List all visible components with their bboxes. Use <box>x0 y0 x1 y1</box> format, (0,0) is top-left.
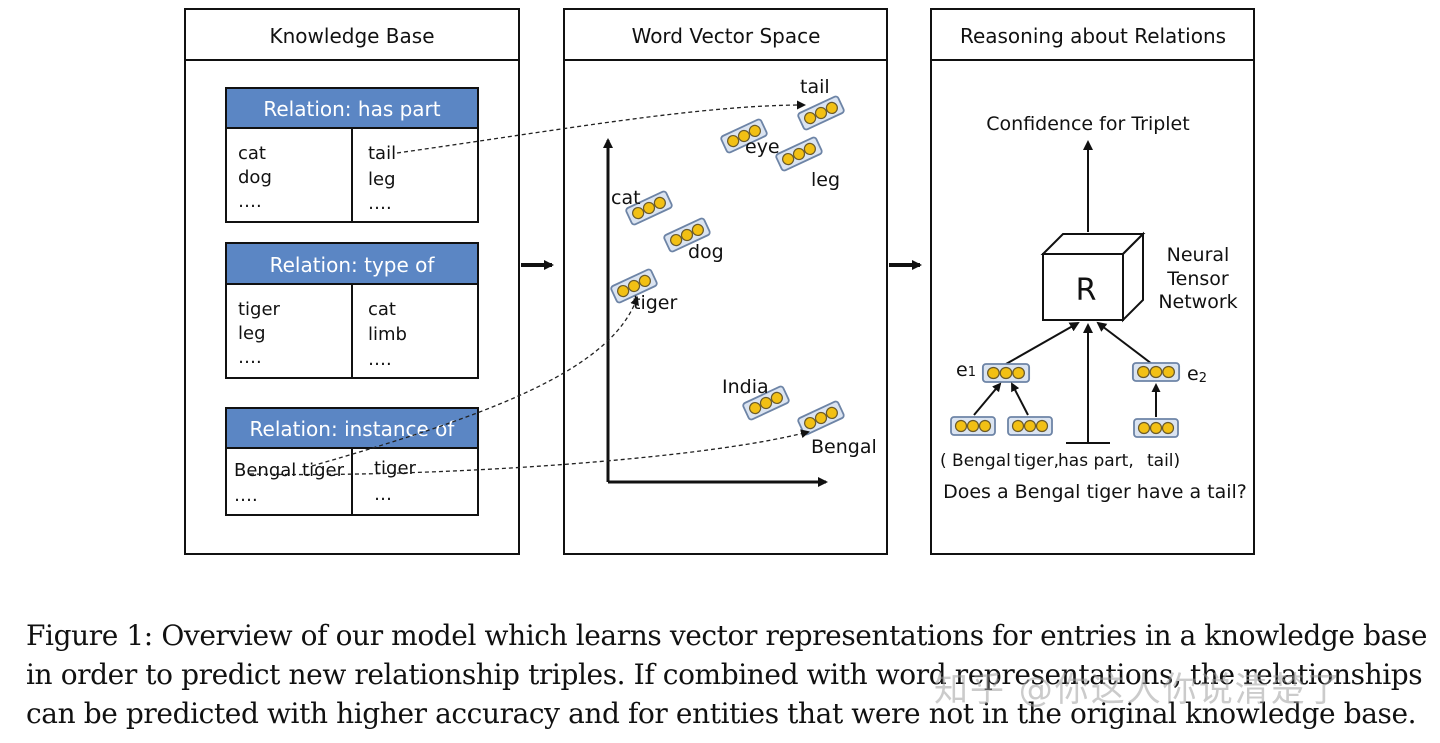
arrow-bengal-to-e1 <box>973 382 1002 416</box>
relation-header: Relation: instance of <box>250 417 456 441</box>
reasoning-title: Reasoning about Relations <box>960 24 1226 48</box>
triplet-token: has part, <box>1058 451 1134 471</box>
relation-header: Relation: type of <box>270 253 436 277</box>
word-label-tiger: tiger <box>633 292 677 314</box>
arrow-tiger-to-e1 <box>1011 382 1029 416</box>
word-vector-space-panel: Word Vector Space tail eye leg cat dog t… <box>563 8 888 555</box>
table-cell: cat <box>368 299 396 320</box>
link-bengal-tiger-to-bengal-vector <box>249 429 810 476</box>
table-cell: tail <box>368 143 396 164</box>
triplet-vector-bengal <box>950 416 996 436</box>
entity-vector-e1 <box>981 363 1031 383</box>
triplet-token: ( Bengal <box>940 451 1011 471</box>
knowledge-base-panel: Knowledge Base Relation: has part cat do… <box>184 8 520 555</box>
triplet-token: tail) <box>1147 451 1180 471</box>
arrow-e2-to-cube <box>1096 321 1153 365</box>
table-cell: …. <box>238 191 262 212</box>
table-cell: …. <box>368 193 392 214</box>
caption-line: Figure 1: Overview of our model which le… <box>26 619 1428 652</box>
table-cell: …. <box>234 485 258 506</box>
table-cell: leg <box>238 323 266 344</box>
triplet-vector-tiger <box>1007 416 1053 436</box>
link-tail-to-vector <box>396 100 806 154</box>
word-label-eye: eye <box>745 136 780 158</box>
relation-table-instance-of: Relation: instance of Bengal tiger …. ti… <box>225 407 479 516</box>
word-label-dog: dog <box>688 241 724 263</box>
neural-tensor-cube: R <box>1040 231 1146 323</box>
table-cell: …. <box>238 347 262 368</box>
table-cell: dog <box>238 167 272 188</box>
word-label-india: India <box>722 376 769 398</box>
table-cell: …. <box>368 349 392 370</box>
table-cell: limb <box>368 324 407 345</box>
triplet-vector-tail <box>1133 418 1179 438</box>
cube-label: R <box>1076 273 1097 308</box>
table-cell: cat <box>238 143 266 164</box>
table-cell: tiger <box>374 458 417 479</box>
entity-vector-e2 <box>1131 362 1181 382</box>
word-label-leg: leg <box>811 169 840 191</box>
e1-label: e1 <box>956 359 976 381</box>
e2-label: e2 <box>1187 363 1207 386</box>
table-cell: … <box>374 484 392 505</box>
table-cell: tiger <box>238 299 281 320</box>
network-label-line-3: Network <box>1158 291 1237 313</box>
network-label-line-2: Tensor <box>1166 268 1229 290</box>
triplet-token: tiger, <box>1014 451 1059 471</box>
reasoning-panel: Reasoning about Relations Confidence for… <box>930 8 1255 555</box>
question-text: Does a Bengal tiger have a tail? <box>943 481 1247 503</box>
relation-header: Relation: has part <box>263 97 440 121</box>
knowledge-base-title: Knowledge Base <box>270 24 435 48</box>
word-vector-space-title: Word Vector Space <box>632 24 821 48</box>
word-label-tail: tail <box>800 76 830 98</box>
word-label-cat: cat <box>611 187 641 209</box>
caption-line: in order to predict new relationship tri… <box>26 658 1423 691</box>
caption-line: can be predicted with higher accuracy an… <box>26 697 1417 730</box>
confidence-label: Confidence for Triplet <box>986 113 1189 135</box>
arrow-e1-to-cube <box>1005 322 1080 365</box>
relation-table-type-of: Relation: type of tiger leg …. cat limb … <box>225 242 479 379</box>
relation-table-has-part: Relation: has part cat dog …. tail leg …… <box>225 87 479 223</box>
network-label-line-1: Neural <box>1167 244 1230 266</box>
link-bengal-tiger-to-tiger-vector <box>311 296 639 467</box>
table-cell: leg <box>368 169 396 190</box>
table-cell: Bengal tiger <box>234 460 345 481</box>
word-label-bengal: Bengal <box>811 436 877 458</box>
figure-caption: Figure 1: Overview of our model which le… <box>26 616 1428 733</box>
